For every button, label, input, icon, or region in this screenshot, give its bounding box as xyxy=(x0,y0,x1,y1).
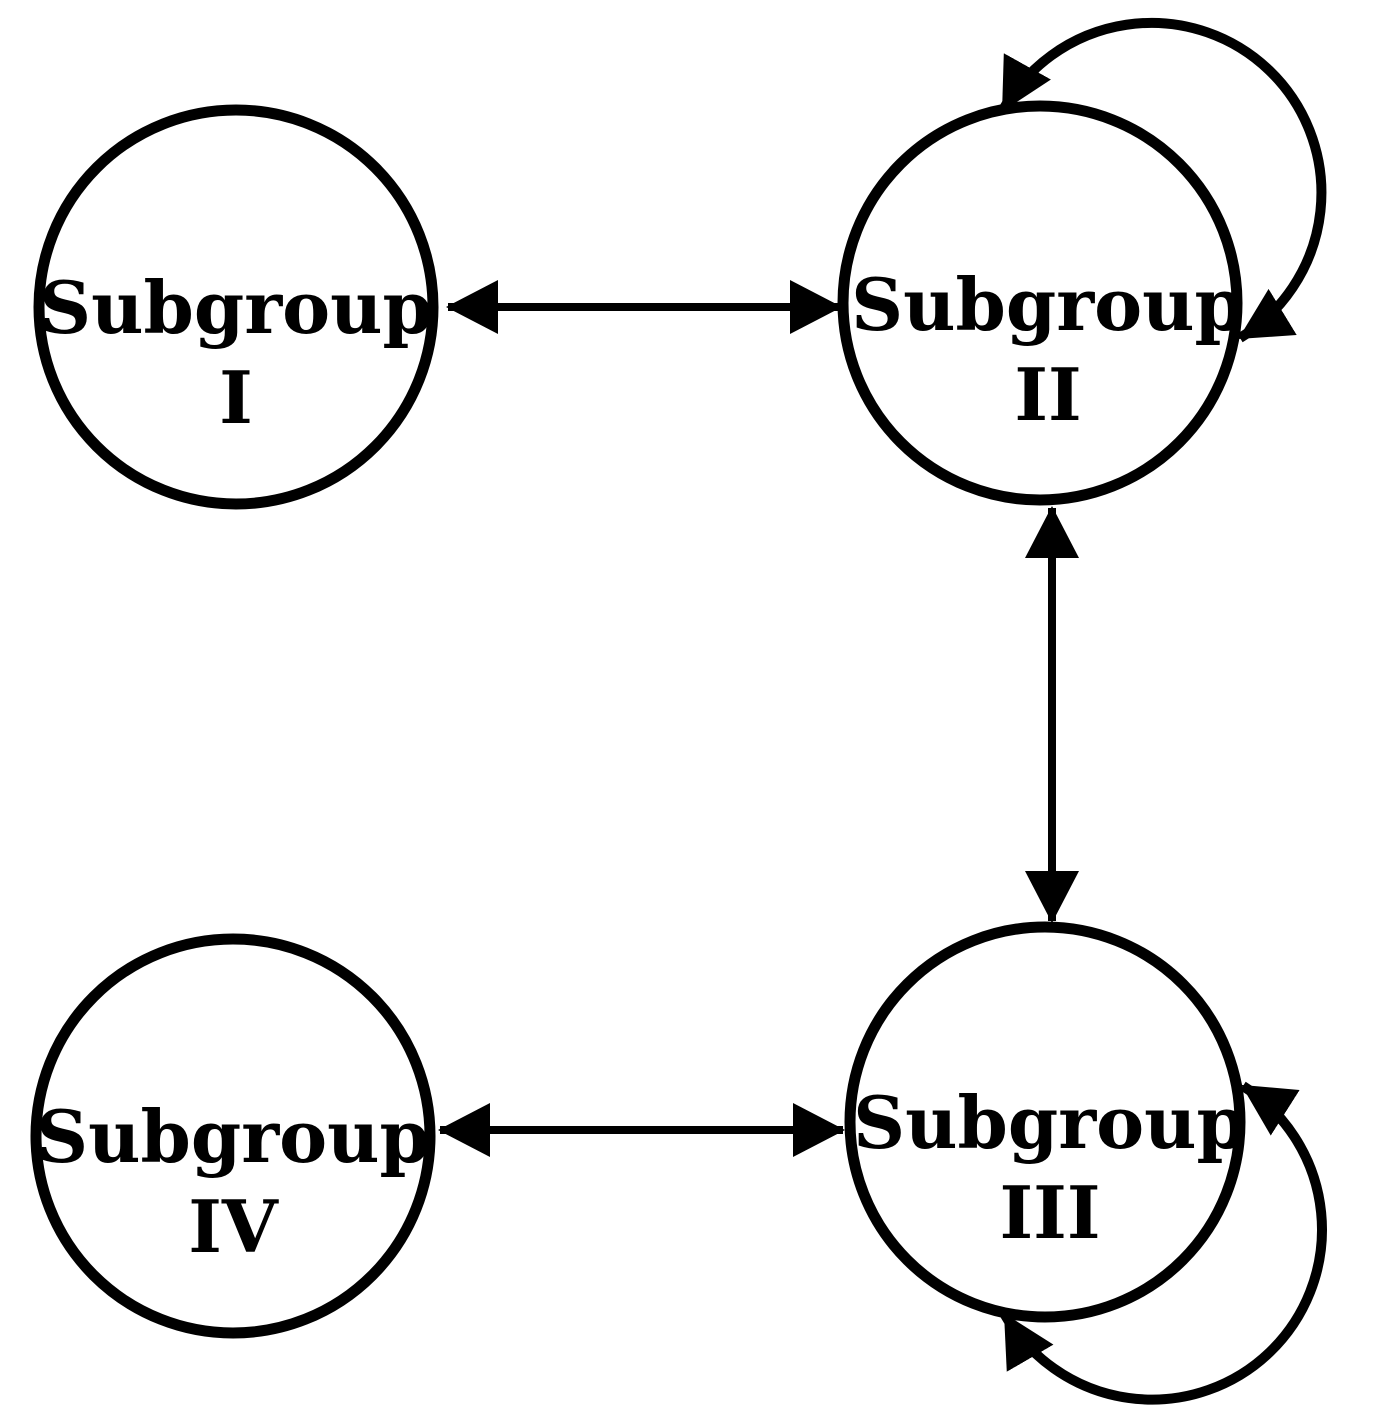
node-label-subgroup-1-line1: Subgroup xyxy=(39,265,433,350)
node-label-subgroup-1-line2: I xyxy=(219,355,253,440)
node-subgroup-2: Subgroup II xyxy=(837,100,1245,506)
self-loop-subgroup-2-arrow xyxy=(998,17,1327,343)
node-subgroup-3: Subgroup III xyxy=(844,921,1247,1323)
node-subgroup-1: Subgroup I xyxy=(33,104,439,510)
node-circle-subgroup-1 xyxy=(33,104,439,510)
self-loop-subgroup-3-arrow xyxy=(1000,1081,1327,1405)
node-circle-subgroup-3 xyxy=(844,921,1246,1323)
node-label-subgroup-2-line1: Subgroup xyxy=(851,262,1245,347)
node-label-subgroup-3-line2: III xyxy=(999,1170,1100,1255)
node-label-subgroup-2-line2: II xyxy=(1014,352,1081,437)
node-label-subgroup-4-line2: IV xyxy=(188,1184,279,1269)
node-label-subgroup-3-line1: Subgroup xyxy=(853,1080,1247,1165)
node-circle-subgroup-2 xyxy=(837,100,1243,506)
node-label-subgroup-4-line1: Subgroup xyxy=(36,1094,430,1179)
node-subgroup-4: Subgroup IV xyxy=(30,933,436,1339)
node-circle-subgroup-4 xyxy=(30,933,436,1339)
